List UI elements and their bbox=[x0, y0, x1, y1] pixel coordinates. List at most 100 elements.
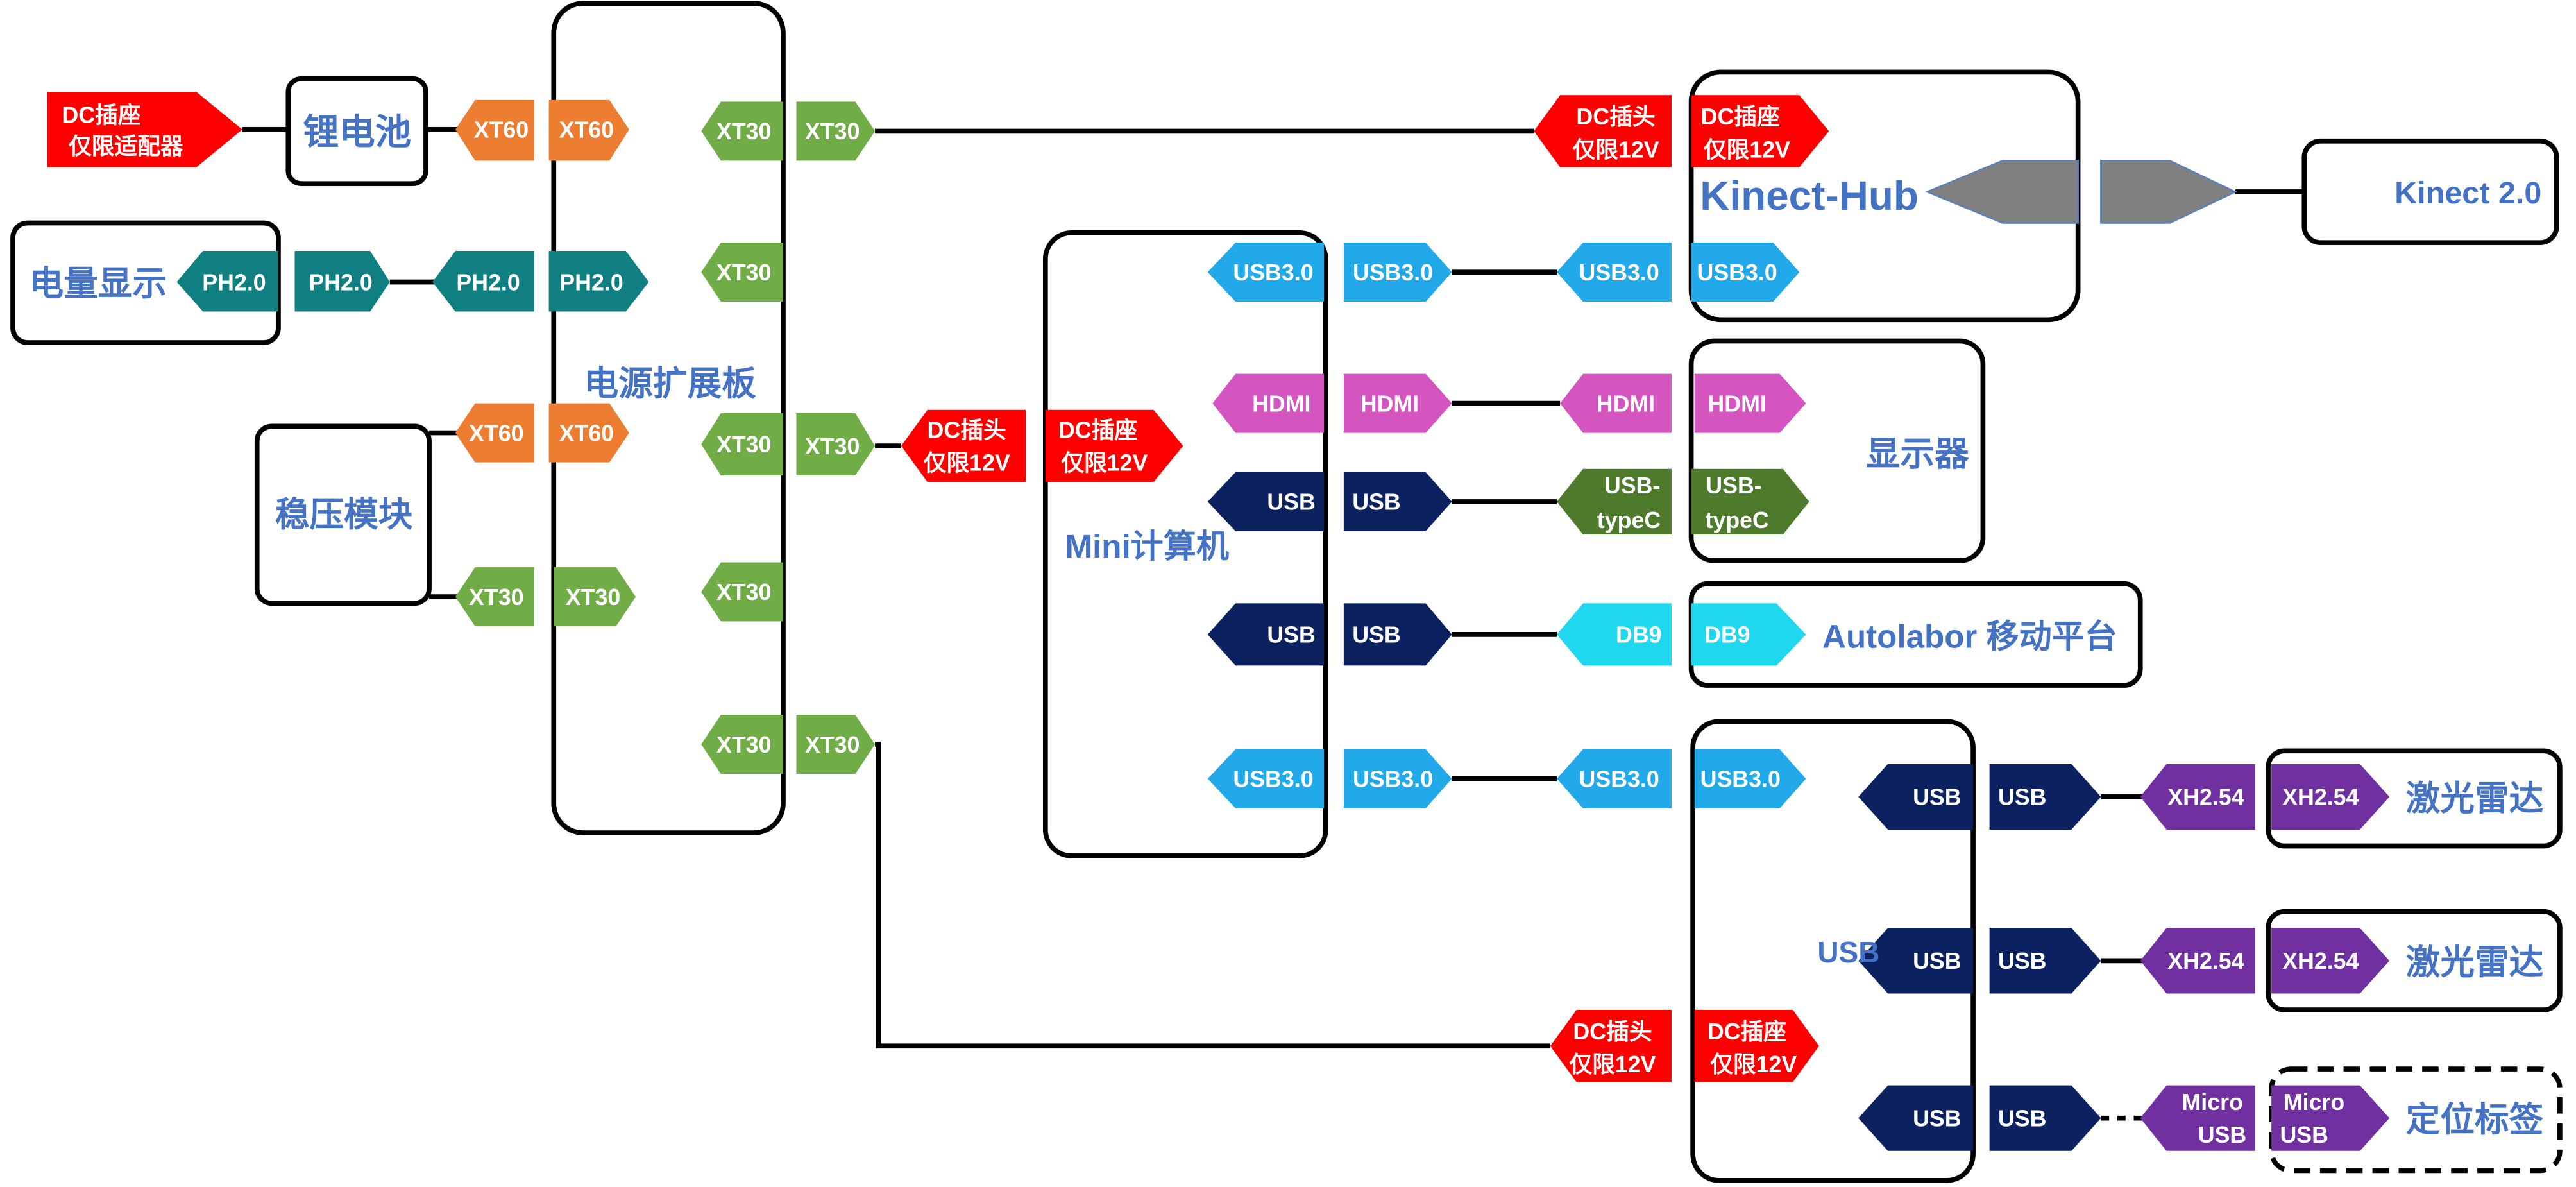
board-xt60-in-label: XT60 bbox=[559, 117, 614, 143]
board-xt30-out3-label: XT30 bbox=[716, 432, 772, 457]
microusb-cable-tag-connector bbox=[2140, 1085, 2255, 1151]
board-xt30-out1-connector bbox=[701, 101, 783, 161]
usb30-cable2-end-label: USB3.0 bbox=[1579, 767, 1659, 792]
lidar2-box bbox=[2266, 909, 2563, 1012]
board-xt30-out2-label: XT30 bbox=[716, 260, 772, 286]
usbhub-usb-port1-label: USB bbox=[1913, 785, 1962, 810]
board-xt30-out4-connector bbox=[701, 562, 783, 622]
board-xt60-in-connector bbox=[548, 99, 629, 161]
usb-cable-db9-connector bbox=[1343, 603, 1452, 666]
battery-label: 锂电池 bbox=[303, 112, 411, 152]
monitor-hdmi-port-connector bbox=[1694, 373, 1806, 433]
mini-pc-box bbox=[1042, 230, 1328, 858]
ph20-cable-board-connector bbox=[432, 250, 534, 312]
tag-microusb-port-line2: USB bbox=[2280, 1122, 2328, 1148]
hub-kinect-port-connector bbox=[1925, 160, 2079, 224]
lidar1-label: 激光雷达 bbox=[2406, 779, 2544, 817]
kinect-cable-connector bbox=[2100, 160, 2237, 224]
monitor-label: 显示器 bbox=[1866, 435, 1969, 474]
board-xt30-out4-label: XT30 bbox=[716, 579, 772, 605]
minipc-hdmi-port-label: HDMI bbox=[1252, 391, 1310, 416]
board-ph20-connector bbox=[548, 250, 649, 312]
usb-cable-db9-label: USB bbox=[1352, 622, 1401, 648]
power-board-label: 电源扩展板 bbox=[584, 364, 757, 403]
lidar1-box bbox=[2266, 748, 2563, 849]
xh254-cable-lidar2-label: XH2.54 bbox=[2167, 948, 2244, 974]
ph20-cable-connector bbox=[294, 250, 390, 312]
line-xt30-usbhub-dc bbox=[875, 742, 1550, 1049]
xh254-cable-lidar2-connector bbox=[2140, 928, 2255, 994]
kinecthub-usb30-port-label: USB3.0 bbox=[1697, 260, 1777, 286]
autolabor-db9-port-connector bbox=[1691, 603, 1806, 666]
usbhub-usb-port1-connector bbox=[1858, 764, 1974, 830]
usb30-cable2-end-connector bbox=[1557, 749, 1672, 808]
connector-labels: DC插座 仅限适配器 XT60 XT60 XT30 XT30 PH2.0 PH2… bbox=[62, 103, 2359, 1148]
kinect-label: Kinect 2.0 bbox=[2394, 176, 2541, 210]
mini-pc-label: Mini计算机 bbox=[1065, 528, 1229, 565]
dc-plug-usbhub-line2: 仅限12V bbox=[1569, 1052, 1656, 1077]
ph20-cable-label: PH2.0 bbox=[309, 269, 372, 295]
usb-cable-tag-label: USB bbox=[1998, 1106, 2047, 1131]
dc-socket-adapter-line1: DC插座 bbox=[62, 103, 140, 128]
lidar1-xh254-port-label: XH2.54 bbox=[2282, 785, 2359, 810]
minipc-usb30-port2-connector bbox=[1207, 749, 1325, 808]
autolabor-label: Autolabor 移动平台 bbox=[1822, 618, 2117, 654]
regulator-xt30-connector bbox=[455, 567, 534, 627]
typec-cable-end-line2: typeC bbox=[1597, 508, 1661, 533]
battery-box bbox=[285, 76, 428, 187]
lidar2-xh254-port-label: XH2.54 bbox=[2282, 948, 2359, 974]
battery-xt60-connector bbox=[455, 99, 534, 161]
usb-cable-lidar2-connector bbox=[1989, 928, 2101, 994]
monitor-box bbox=[1688, 338, 1986, 563]
board-xt60-reg-connector bbox=[548, 403, 629, 463]
tag-microusb-port-connector bbox=[2271, 1085, 2390, 1151]
db9-cable-end-connector bbox=[1557, 603, 1672, 666]
xt30-minipc-connector bbox=[796, 413, 876, 476]
board-xt30-out5-connector bbox=[701, 715, 783, 774]
power-display-label: 电量显示 bbox=[30, 264, 167, 303]
xt30-kinecthub-label: XT30 bbox=[805, 119, 860, 144]
usbhub-usb30-port-label: USB3.0 bbox=[1700, 767, 1781, 792]
usb30-cable1-end-label: USB3.0 bbox=[1579, 260, 1659, 286]
usb30-cable1-label: USB3.0 bbox=[1353, 260, 1433, 286]
usbhub-usb-port3-connector bbox=[1858, 1085, 1974, 1151]
kinect-hub-label: Kinect-Hub bbox=[1700, 173, 1919, 219]
usb30-cable2-label: USB3.0 bbox=[1353, 767, 1433, 792]
usb30-cable1-connector bbox=[1343, 243, 1452, 302]
battery-xt60-label: XT60 bbox=[474, 117, 529, 143]
usbhub-usb-port2-connector bbox=[1858, 928, 1974, 994]
hdmi-cable-end-label: HDMI bbox=[1597, 391, 1655, 416]
minipc-usb-port1-label: USB bbox=[1267, 490, 1316, 515]
minipc-usb30-port1-connector bbox=[1207, 243, 1325, 302]
minipc-usb30-port1-label: USB3.0 bbox=[1233, 260, 1313, 286]
connectors bbox=[47, 92, 2390, 1151]
monitor-typec-port-line2: typeC bbox=[1705, 508, 1768, 533]
tag-microusb-port-line1: Micro bbox=[2284, 1089, 2344, 1115]
hdmi-cable-connector bbox=[1343, 373, 1452, 433]
device-labels: 锂电池 电量显示 稳压模块 电源扩展板 Mini计算机 Kinect-Hub K… bbox=[30, 112, 2544, 1139]
board-xt60-reg-label: XT60 bbox=[559, 420, 614, 446]
usb-cable-lidar1-label: USB bbox=[1998, 785, 2047, 810]
regulator-xt60-connector bbox=[455, 403, 534, 463]
board-xt30-out2-connector bbox=[701, 243, 783, 302]
usb-hub-label: USB bbox=[1817, 935, 1879, 969]
board-ph20-label: PH2.0 bbox=[559, 269, 623, 295]
xh254-cable-lidar1-connector bbox=[2140, 764, 2255, 830]
dc-socket-kinecthub-line2: 仅限12V bbox=[1704, 137, 1790, 162]
display-ph20-connector bbox=[176, 250, 278, 312]
connection-lines bbox=[242, 127, 2305, 1121]
dc-plug-minipc-connector bbox=[901, 409, 1026, 482]
db9-cable-end-label: DB9 bbox=[1616, 622, 1662, 648]
usbhub-usb-port2-label: USB bbox=[1913, 948, 1962, 974]
dc-socket-adapter-connector bbox=[47, 92, 242, 167]
microusb-cable-tag-line2: USB bbox=[2198, 1122, 2247, 1148]
autolabor-db9-port-label: DB9 bbox=[1704, 622, 1750, 648]
regulator-label: 稳压模块 bbox=[275, 495, 413, 534]
board-xt30-out1-label: XT30 bbox=[716, 119, 772, 144]
hdmi-cable-label: HDMI bbox=[1360, 391, 1419, 416]
dc-socket-usbhub-connector bbox=[1694, 1010, 1819, 1082]
typec-cable-end-connector bbox=[1557, 468, 1672, 535]
regulator-xt30-label: XT30 bbox=[469, 585, 524, 610]
dc-plug-usbhub-connector bbox=[1550, 1010, 1672, 1082]
microusb-cable-tag-line1: Micro bbox=[2182, 1089, 2242, 1115]
